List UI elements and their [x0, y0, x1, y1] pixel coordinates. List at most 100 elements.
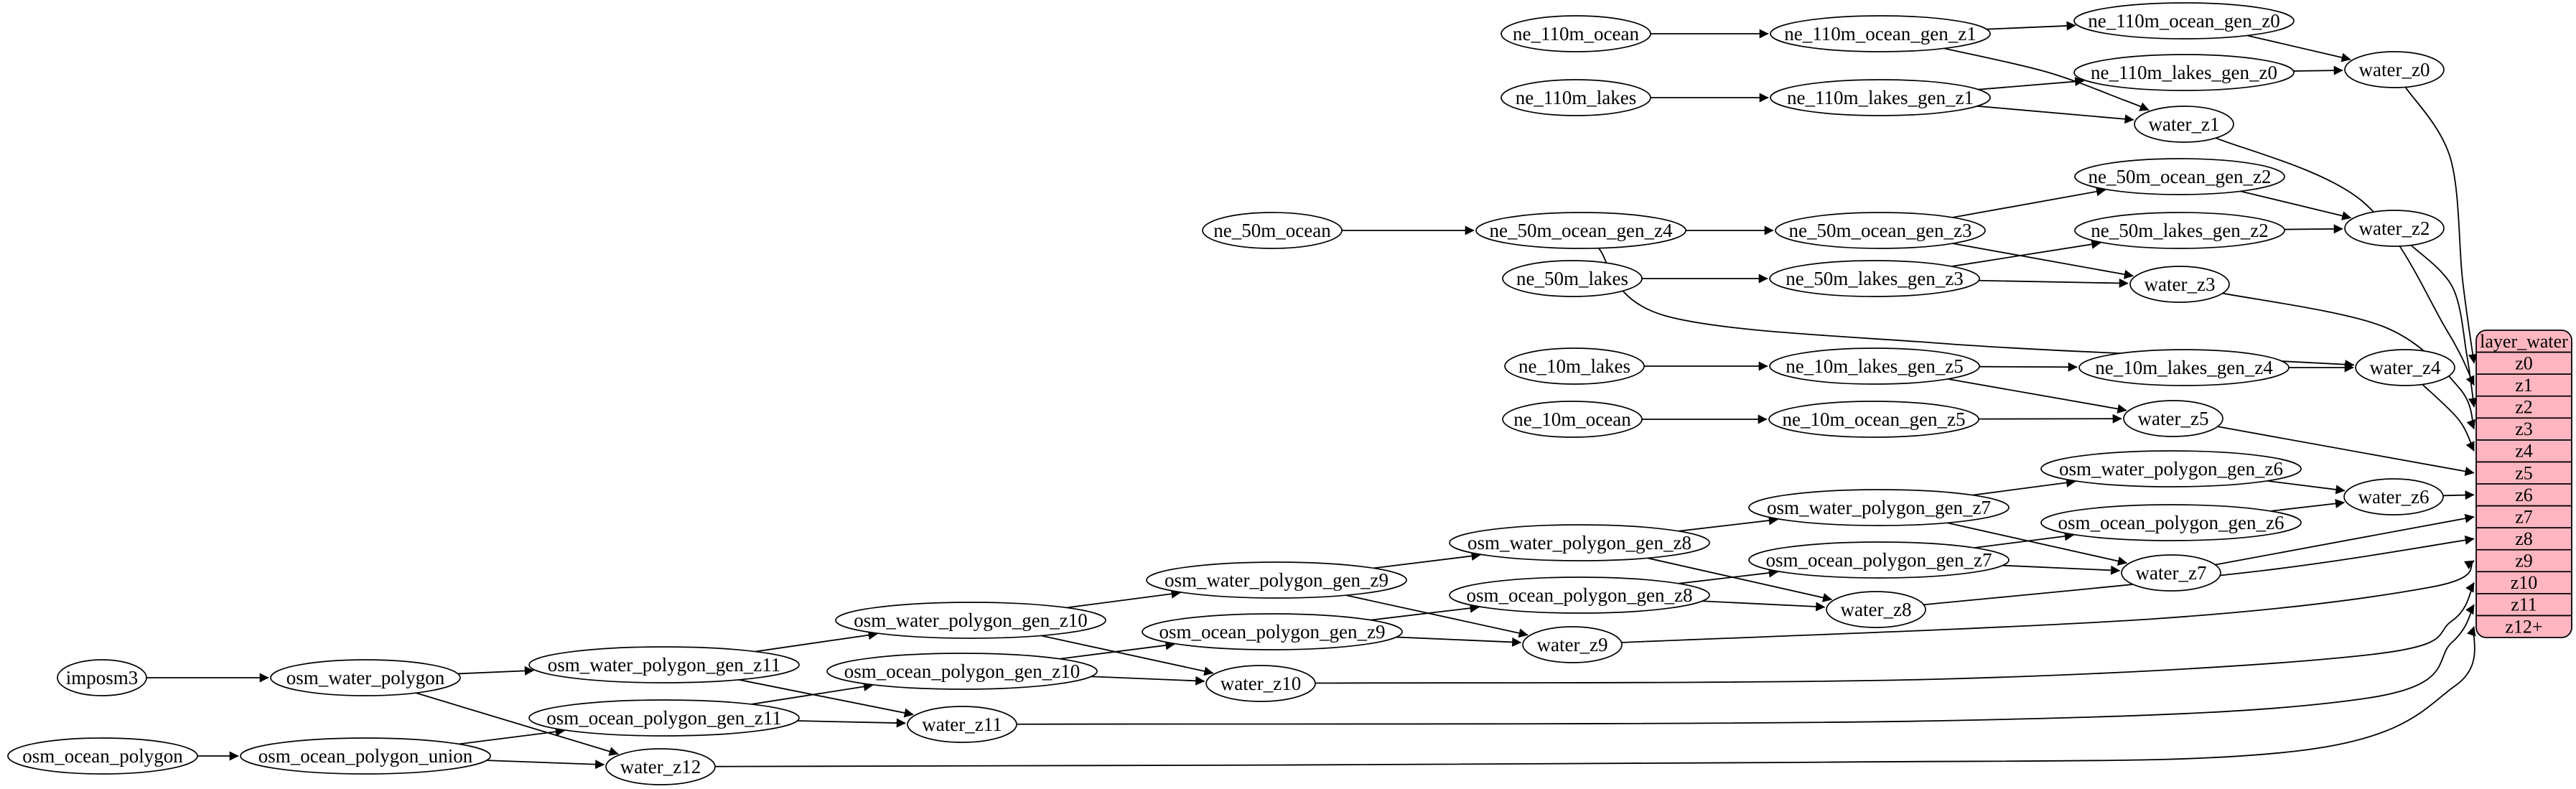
node-shape-water_z2: [2344, 210, 2445, 247]
edge-osm_ocean_polygon_union-to-osm_ocean_polygon_gen_z11: [459, 727, 565, 745]
node-shape-water_z8: [1826, 591, 1926, 628]
edge-osm_ocean_polygon_gen_z7-to-water_z7: [2002, 564, 2121, 575]
node-label-water_z11: water_z11: [922, 714, 1002, 735]
edge-water_z2-to-layer_water-z2: [2410, 244, 2478, 408]
edge-osm_ocean_polygon_gen_z10-to-osm_ocean_polygon_gen_z9: [1059, 640, 1175, 660]
node-label-water_z9: water_z9: [1537, 634, 1608, 655]
layer-water-table: layer_waterz0z1z2z3z4z5z6z7z8z9z10z11z12…: [2475, 330, 2572, 638]
node-ne_110m_ocean_gen_z1: ne_110m_ocean_gen_z1: [1770, 15, 1991, 52]
node-label-osm_water_polygon_gen_z8: osm_water_polygon_gen_z8: [1467, 532, 1691, 554]
node-ne_110m_lakes_gen_z0: ne_110m_lakes_gen_z0: [2073, 54, 2295, 91]
node-osm_ocean_polygon_union: osm_ocean_polygon_union: [240, 737, 491, 775]
node-ne_110m_ocean_gen_z0: ne_110m_ocean_gen_z0: [2073, 2, 2295, 39]
node-shape-osm_water_polygon_gen_z7: [1748, 489, 2010, 526]
node-label-osm_water_polygon_gen_z7: osm_water_polygon_gen_z7: [1767, 497, 1991, 518]
node-ne_110m_ocean: ne_110m_ocean: [1501, 15, 1651, 52]
node-osm_water_polygon_gen_z10: osm_water_polygon_gen_z10: [835, 602, 1106, 639]
node-label-water_z6: water_z6: [2358, 486, 2430, 508]
edge-water_z8-to-layer_water-z8: [1923, 535, 2475, 606]
node-imposm3: imposm3: [57, 659, 147, 696]
node-shape-water_z4: [2355, 349, 2455, 386]
node-osm_ocean_polygon_gen_z9: osm_ocean_polygon_gen_z9: [1142, 613, 1403, 650]
node-shape-ne_10m_ocean_gen_z5: [1768, 401, 1979, 438]
node-label-osm_ocean_polygon_gen_z6: osm_ocean_polygon_gen_z6: [2058, 512, 2285, 533]
node-ne_110m_lakes_gen_z1: ne_110m_lakes_gen_z1: [1770, 79, 1991, 116]
node-shape-water_z10: [1205, 665, 1316, 702]
edge-osm_water_polygon_gen_z8-to-water_z8: [1647, 557, 1833, 602]
node-label-osm_ocean_polygon_gen_z9: osm_ocean_polygon_gen_z9: [1159, 621, 1386, 643]
node-shape-ne_50m_lakes_gen_z2: [2074, 212, 2285, 249]
edge-ne_50m_ocean_gen_z4-to-water_z4: [1597, 248, 2355, 370]
node-shape-water_z11: [907, 706, 1017, 743]
table-row-z7: z7: [2515, 506, 2533, 527]
edge-osm_ocean_polygon_gen_z8-to-water_z8: [1702, 600, 1826, 612]
node-shape-ne_10m_lakes_gen_z5: [1769, 347, 1980, 385]
edge-ne_10m_lakes_gen_z5-to-ne_10m_lakes_gen_z4: [1979, 362, 2078, 372]
edge-ne_50m_lakes_gen_z2-to-water_z2: [2284, 224, 2343, 234]
edge-ne_50m_lakes_gen_z3-to-water_z3: [1979, 278, 2129, 288]
node-osm_water_polygon_gen_z9: osm_water_polygon_gen_z9: [1146, 561, 1407, 599]
node-label-water_z10: water_z10: [1221, 673, 1301, 694]
node-label-ne_50m_lakes_gen_z2: ne_50m_lakes_gen_z2: [2091, 220, 2268, 241]
node-shape-osm_water_polygon_gen_z11: [528, 646, 800, 683]
node-shape-osm_ocean_polygon_gen_z9: [1142, 613, 1403, 650]
node-osm_water_polygon_gen_z7: osm_water_polygon_gen_z7: [1748, 489, 2010, 526]
node-label-osm_water_polygon_gen_z10: osm_water_polygon_gen_z10: [854, 610, 1087, 631]
node-shape-osm_water_polygon_gen_z9: [1146, 561, 1407, 599]
edge-osm_ocean_polygon_union-to-water_z12: [486, 760, 605, 770]
table-row-z6: z6: [2515, 485, 2533, 505]
edge-osm_water_polygon-to-osm_water_polygon_gen_z11: [457, 666, 534, 676]
table-row-z8: z8: [2515, 528, 2533, 549]
edge-water_z5-to-layer_water-z5: [2217, 426, 2475, 476]
edge-osm_water_polygon_gen_z9-to-osm_water_polygon_gen_z8: [1373, 551, 1481, 569]
table-row-z4: z4: [2515, 441, 2533, 462]
nodes-layer: ne_110m_ocean ne_110m_ocean_gen_z1 ne_110m…: [7, 2, 2455, 785]
node-label-osm_ocean_polygon: osm_ocean_polygon: [22, 745, 183, 767]
node-label-water_z4: water_z4: [2370, 357, 2441, 378]
node-shape-ne_110m_ocean_gen_z1: [1770, 15, 1991, 52]
edge-water_z12-to-layer_water-z12+: [714, 626, 2476, 767]
node-label-water_z12: water_z12: [620, 756, 701, 778]
edge-osm_ocean_polygon_gen_z11-to-osm_ocean_polygon_gen_z10: [751, 682, 874, 705]
node-label-ne_10m_ocean: ne_10m_ocean: [1513, 408, 1631, 430]
edge-ne_110m_lakes_gen_z1-to-water_z1: [1977, 105, 2134, 124]
node-label-ne_110m_lakes: ne_110m_lakes: [1516, 87, 1636, 108]
node-ne_50m_ocean: ne_50m_ocean: [1202, 212, 1343, 249]
node-label-water_z8: water_z8: [1841, 599, 1912, 620]
node-shape-ne_110m_lakes_gen_z1: [1770, 79, 1991, 116]
node-label-ne_10m_ocean_gen_z5: ne_10m_ocean_gen_z5: [1783, 408, 1966, 430]
table-row-z5: z5: [2515, 462, 2533, 483]
node-label-water_z7: water_z7: [2136, 562, 2207, 584]
node-shape-water_z9: [1522, 626, 1623, 663]
node-ne_10m_ocean: ne_10m_ocean: [1502, 401, 1643, 438]
edge-ne_50m_lakes_gen_z3-to-ne_50m_lakes_gen_z2: [1951, 239, 2101, 267]
node-water_z0: water_z0: [2344, 51, 2445, 88]
node-osm_water_polygon: osm_water_polygon: [270, 659, 461, 696]
node-label-osm_water_polygon_gen_z6: osm_water_polygon_gen_z6: [2059, 458, 2283, 480]
node-label-ne_110m_ocean_gen_z0: ne_110m_ocean_gen_z0: [2088, 10, 2279, 32]
node-shape-ne_110m_lakes_gen_z0: [2073, 54, 2295, 91]
node-label-osm_ocean_polygon_union: osm_ocean_polygon_union: [258, 745, 473, 767]
node-osm_ocean_polygon_gen_z11: osm_ocean_polygon_gen_z11: [528, 699, 800, 737]
node-label-osm_ocean_polygon_gen_z10: osm_ocean_polygon_gen_z10: [844, 660, 1080, 682]
node-ne_50m_lakes_gen_z2: ne_50m_lakes_gen_z2: [2074, 212, 2285, 249]
node-water_z6: water_z6: [2343, 478, 2444, 515]
node-ne_50m_lakes: ne_50m_lakes: [1502, 260, 1643, 297]
node-label-ne_10m_lakes_gen_z5: ne_10m_lakes_gen_z5: [1786, 355, 1963, 377]
node-label-water_z1: water_z1: [2149, 113, 2220, 135]
node-label-osm_ocean_polygon_gen_z7: osm_ocean_polygon_gen_z7: [1766, 549, 1992, 571]
node-label-osm_water_polygon: osm_water_polygon: [286, 667, 445, 688]
table-title: layer_water: [2480, 331, 2568, 352]
node-shape-osm_ocean_polygon_gen_z6: [2040, 504, 2302, 541]
node-label-osm_water_polygon_gen_z9: osm_water_polygon_gen_z9: [1165, 569, 1389, 591]
edge-water_z0-to-layer_water-z0: [2404, 86, 2478, 364]
node-ne_50m_ocean_gen_z3: ne_50m_ocean_gen_z3: [1775, 212, 1986, 249]
node-ne_10m_lakes_gen_z4: ne_10m_lakes_gen_z4: [2078, 349, 2290, 386]
edge-osm_water_polygon_gen_z11-to-osm_water_polygon_gen_z10: [755, 630, 878, 653]
node-water_z2: water_z2: [2344, 210, 2445, 247]
node-label-ne_110m_lakes_gen_z0: ne_110m_lakes_gen_z0: [2091, 62, 2277, 83]
node-ne_10m_ocean_gen_z5: ne_10m_ocean_gen_z5: [1768, 401, 1979, 438]
node-label-ne_50m_ocean_gen_z4: ne_50m_ocean_gen_z4: [1490, 220, 1673, 241]
node-shape-osm_ocean_polygon_gen_z11: [528, 699, 800, 737]
node-label-ne_10m_lakes: ne_10m_lakes: [1518, 355, 1630, 377]
